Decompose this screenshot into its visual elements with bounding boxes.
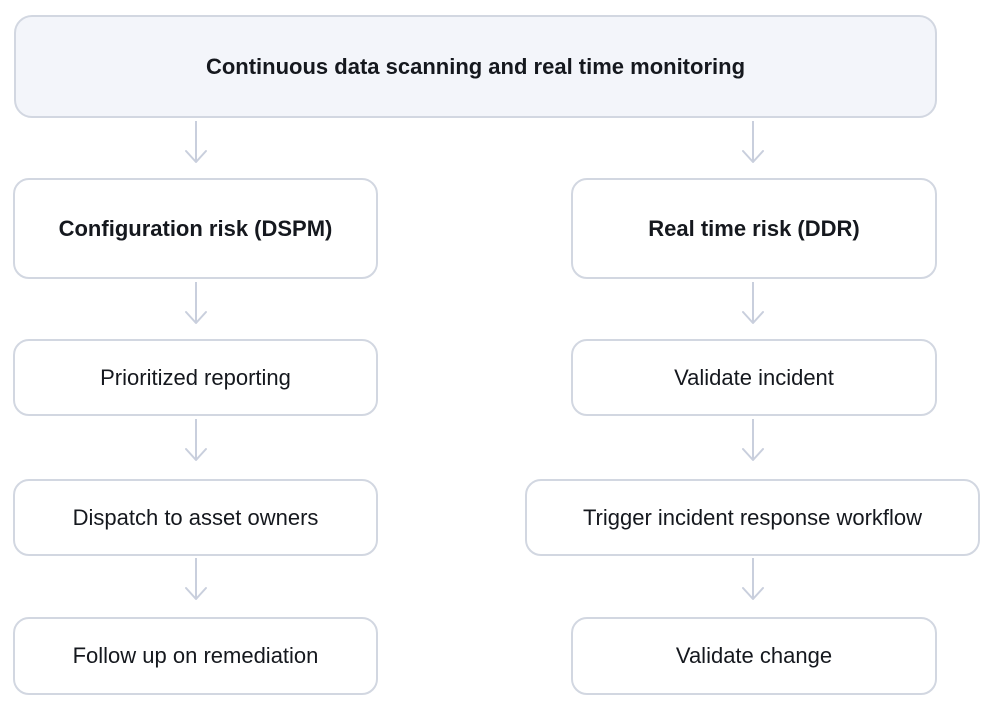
down-arrow (742, 419, 764, 461)
flow-node-label: Validate incident (674, 364, 834, 390)
down-arrow (185, 558, 207, 600)
flow-node-label: Real time risk (DDR) (648, 215, 860, 241)
flow-node-dispatch-to-asset-owners: Dispatch to asset owners (13, 479, 378, 556)
flow-node-label: Trigger incident response workflow (582, 504, 923, 530)
down-arrow (185, 282, 207, 324)
flow-node-label: Dispatch to asset owners (72, 504, 319, 530)
flow-node-root-label: Continuous data scanning and real time m… (205, 53, 746, 79)
flow-node-prioritized-reporting: Prioritized reporting (13, 339, 378, 416)
flow-node-label: Validate change (675, 643, 833, 669)
flow-node-label: Configuration risk (DSPM) (58, 215, 333, 241)
down-arrow (185, 419, 207, 461)
flow-node-root: Continuous data scanning and real time m… (14, 15, 937, 118)
flow-node-validate-change: Validate change (571, 617, 937, 695)
flow-node-follow-up-on-remediation: Follow up on remediation (13, 617, 378, 695)
down-arrow (185, 121, 207, 163)
flow-node-label: Prioritized reporting (100, 364, 291, 390)
down-arrow (742, 558, 764, 600)
flow-node-trigger-incident-response-workflow: Trigger incident response workflow (525, 479, 980, 556)
flow-node-validate-incident: Validate incident (571, 339, 937, 416)
flow-node-real-time-risk: Real time risk (DDR) (571, 178, 937, 279)
down-arrow (742, 121, 764, 163)
flow-node-configuration-risk: Configuration risk (DSPM) (13, 178, 378, 279)
down-arrow (742, 282, 764, 324)
flow-node-label: Follow up on remediation (72, 643, 319, 669)
